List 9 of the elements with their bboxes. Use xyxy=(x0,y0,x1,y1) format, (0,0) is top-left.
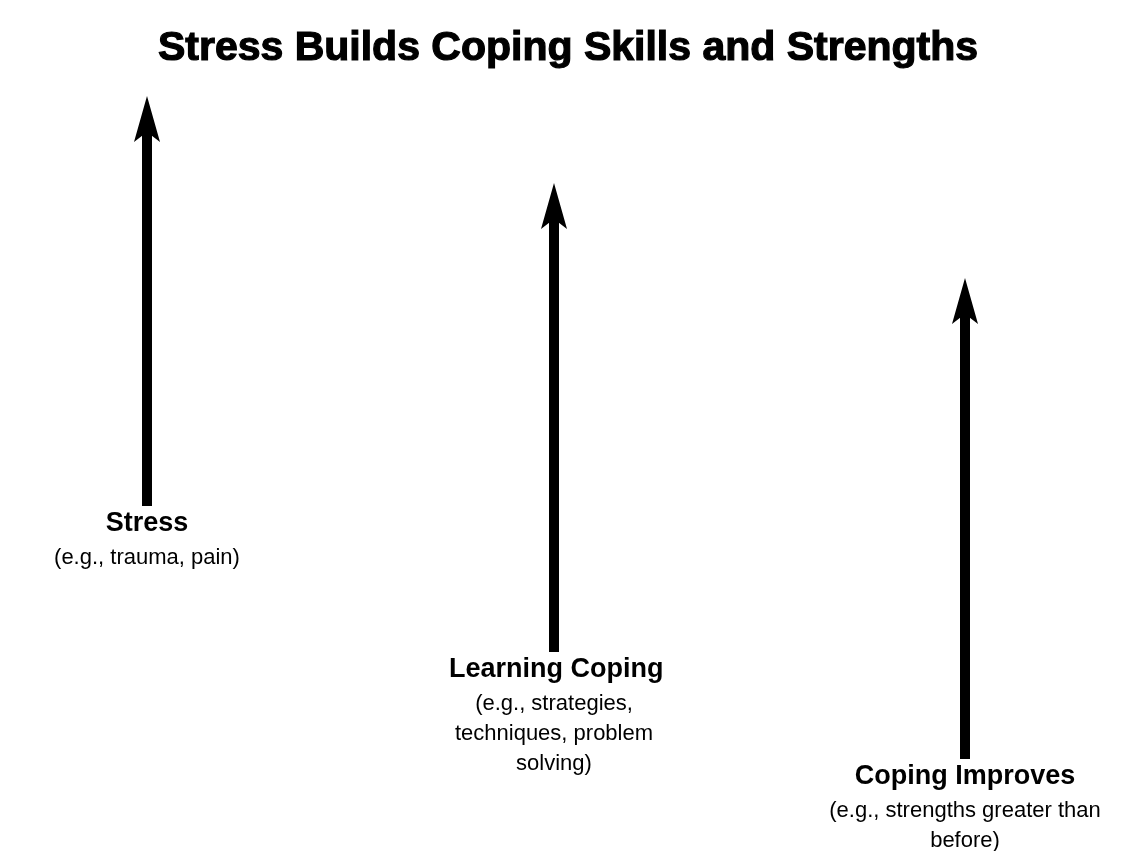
stage-heading: Stress xyxy=(104,506,190,538)
stage-examples: (e.g., trauma, pain) xyxy=(53,543,241,571)
upward-arrow xyxy=(952,278,978,759)
stage-examples: (e.g., strategies, techniques, problem solving) xyxy=(453,689,655,777)
upward-arrow xyxy=(134,96,160,506)
diagram-title: Stress Builds Coping Skills and Strengths xyxy=(156,22,980,71)
stage-examples: (e.g., strengths greater than before) xyxy=(828,796,1102,851)
stage-heading: Coping Improves xyxy=(853,759,1077,791)
upward-arrow xyxy=(541,183,567,652)
